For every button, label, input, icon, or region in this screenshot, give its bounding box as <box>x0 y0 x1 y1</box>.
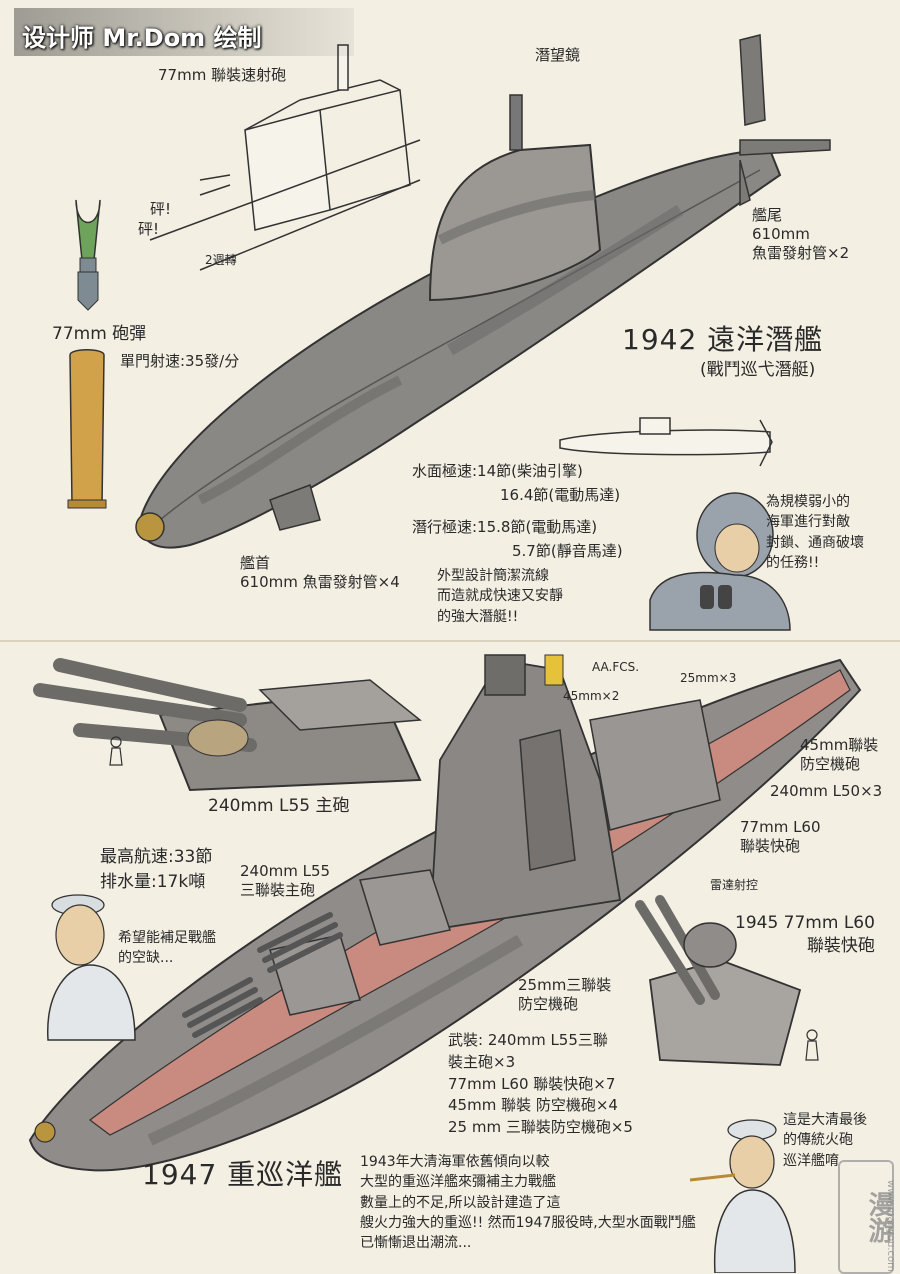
section-divider <box>0 640 900 642</box>
max-speed: 最高航速:33節 <box>100 847 213 867</box>
stern-label: 艦尾 610mm 魚雷發射管×2 <box>752 206 850 262</box>
armament-list: 武裝: 240mm L55三聯 裝主砲×3 77mm L60 聯裝快砲×7 45… <box>448 1031 633 1136</box>
cruiser-drawing <box>28 654 862 1172</box>
sailor-speech: 為規模弱小的 海軍進行對敵 封鎖、通商破壞 的任務!! <box>766 494 864 571</box>
sailor-drawing <box>649 492 791 631</box>
gun-label: 77mm 聯裝速射砲 <box>158 66 287 84</box>
sfx-bang-1: 砰! <box>138 220 160 238</box>
shell-label: 77mm 砲彈 <box>52 324 147 344</box>
submarine-drawing <box>135 34 831 549</box>
designer-credit: 设计师 Mr.Dom 绘制 <box>14 8 354 56</box>
surface-speed-1: 水面極速:14節(柴油引擎) <box>412 462 583 480</box>
periscope-label: 潛望鏡 <box>535 46 581 64</box>
mount-title: 1945 77mm L60 聯裝快砲 <box>735 913 875 956</box>
scale-figures <box>109 736 819 1061</box>
l50-label: 240mm L50×3 <box>770 782 883 800</box>
aa-twin-label: 45mm聯裝 防空機砲 <box>800 736 879 773</box>
25mm-label: 25mm×3 <box>680 671 737 685</box>
surface-speed-2: 16.4節(電動馬達) <box>500 486 621 504</box>
fire-rate-label: 單門射速:35發/分 <box>120 352 240 370</box>
main-gun-label: 240mm L55 主砲 <box>208 796 350 816</box>
45mm-label: 45mm×2 <box>563 689 620 703</box>
history-text: 1943年大清海軍依舊傾向以較 大型的重巡洋艦來彌補主力戰艦 數量上的不足,所以… <box>360 1154 696 1252</box>
sfx-bang-2: 砰! <box>150 200 172 218</box>
twin-gun-sketch <box>149 44 421 271</box>
l60-label: 77mm L60 聯裝快砲 <box>740 818 821 855</box>
triple-main-label: 240mm L55 三聯裝主砲 <box>240 862 331 899</box>
dive-speed-1: 潛行極速:15.8節(電動馬達) <box>412 518 598 536</box>
shell-drawing <box>67 199 107 509</box>
officer-speech: 希望能補足戰艦 的空缺... <box>118 930 216 967</box>
dive-speed-2: 5.7節(靜音馬達) <box>512 542 623 560</box>
submarine-profile <box>559 417 773 467</box>
displacement: 排水量:17k噸 <box>100 872 206 892</box>
qing-officer-drawing <box>689 1119 796 1273</box>
main-turret-drawing <box>33 658 422 792</box>
turn-label: 2週轉 <box>205 253 237 267</box>
twin-mount-drawing <box>635 895 802 1066</box>
bow-label: 艦首 610mm 魚雷發射管×4 <box>240 554 400 591</box>
radar-label: 雷達射控 <box>710 878 759 892</box>
cruiser-title: 1947 重巡洋艦 <box>142 1158 344 1191</box>
design-note: 外型設計簡潔流線 而造就成快速又安靜 的強大潛艇!! <box>437 568 563 625</box>
officer-drawing <box>47 894 136 1041</box>
submarine-title: 1942 遠洋潛艦 <box>622 323 824 356</box>
aa-fcs-label: AA.FCS. <box>592 660 640 674</box>
submarine-subtitle: (戰鬥巡弋潛艇) <box>700 360 816 380</box>
qing-speech: 這是大清最後 的傳統火砲 巡洋艦唷 <box>783 1112 867 1169</box>
aa-triple-label: 25mm三聯裝 防空機砲 <box>518 976 612 1013</box>
watermark-url: www.manyou.com <box>885 1180 896 1272</box>
